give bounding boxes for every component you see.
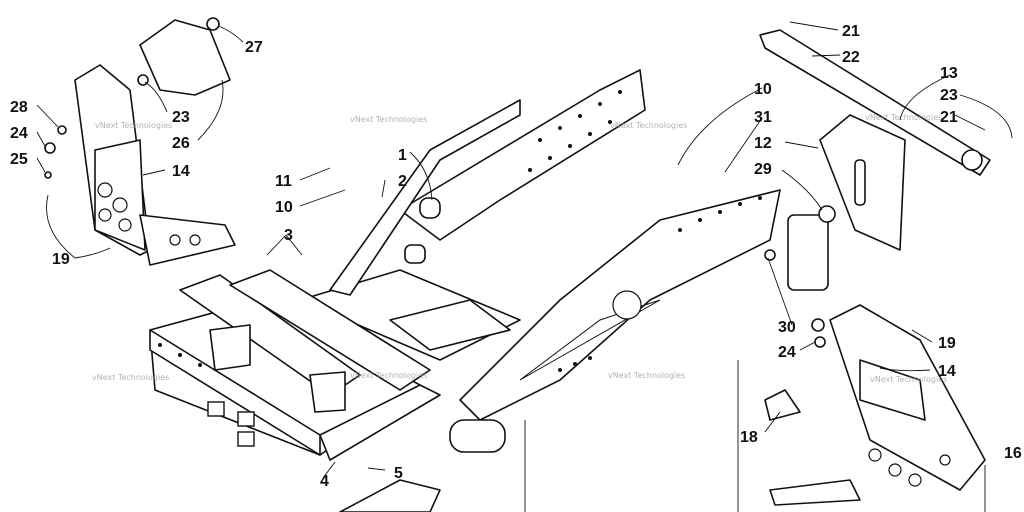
watermark: vNext Technologies bbox=[870, 375, 947, 384]
callout-30: 30 bbox=[778, 319, 796, 336]
callout-23: 23 bbox=[940, 87, 958, 104]
callout-14: 14 bbox=[172, 163, 190, 180]
callout-21: 21 bbox=[842, 23, 860, 40]
watermark: vNext Technologies bbox=[608, 371, 685, 380]
callout-10: 10 bbox=[275, 199, 293, 216]
callout-21: 21 bbox=[940, 109, 958, 126]
callout-10: 10 bbox=[754, 81, 772, 98]
left-footrest-assembly bbox=[44, 17, 236, 266]
callout-5: 5 bbox=[394, 465, 403, 482]
callout-19: 19 bbox=[938, 335, 956, 352]
callout-28: 28 bbox=[10, 99, 28, 116]
callout-16: 16 bbox=[1004, 445, 1022, 462]
watermark: vNext Technologies bbox=[350, 115, 427, 124]
watermark: vNext Technologies bbox=[92, 373, 169, 382]
callout-27: 27 bbox=[245, 39, 263, 56]
callout-26: 26 bbox=[172, 135, 190, 152]
callout-24: 24 bbox=[10, 125, 28, 142]
right-bracket-assembly bbox=[737, 29, 991, 512]
callout-11: 11 bbox=[275, 173, 292, 190]
callout-1: 1 bbox=[398, 147, 407, 164]
callout-12: 12 bbox=[754, 135, 772, 152]
callout-labels: 27 28 24 25 23 26 14 19 1 11 2 10 3 4 5 … bbox=[10, 23, 1022, 490]
callout-24: 24 bbox=[778, 344, 796, 361]
callout-22: 22 bbox=[842, 49, 860, 66]
callout-2: 2 bbox=[398, 173, 407, 190]
watermark: vNext Technologies bbox=[350, 371, 427, 380]
watermark-group: vNext Technologies vNext Technologies vN… bbox=[92, 113, 947, 384]
watermark: vNext Technologies bbox=[610, 121, 687, 130]
callout-4: 4 bbox=[320, 473, 329, 490]
chassis-frame bbox=[149, 69, 781, 512]
callout-23: 23 bbox=[172, 109, 190, 126]
callout-29: 29 bbox=[754, 161, 772, 178]
callout-19: 19 bbox=[52, 251, 70, 268]
watermark: vNext Technologies bbox=[95, 121, 172, 130]
callout-25: 25 bbox=[10, 151, 28, 168]
callout-13: 13 bbox=[940, 65, 958, 82]
leader-lines bbox=[36, 21, 1013, 479]
callout-18: 18 bbox=[740, 429, 758, 446]
callout-3: 3 bbox=[284, 227, 293, 244]
callout-14: 14 bbox=[938, 363, 956, 380]
watermark: vNext Technologies bbox=[865, 113, 942, 122]
callout-31: 31 bbox=[754, 109, 772, 126]
